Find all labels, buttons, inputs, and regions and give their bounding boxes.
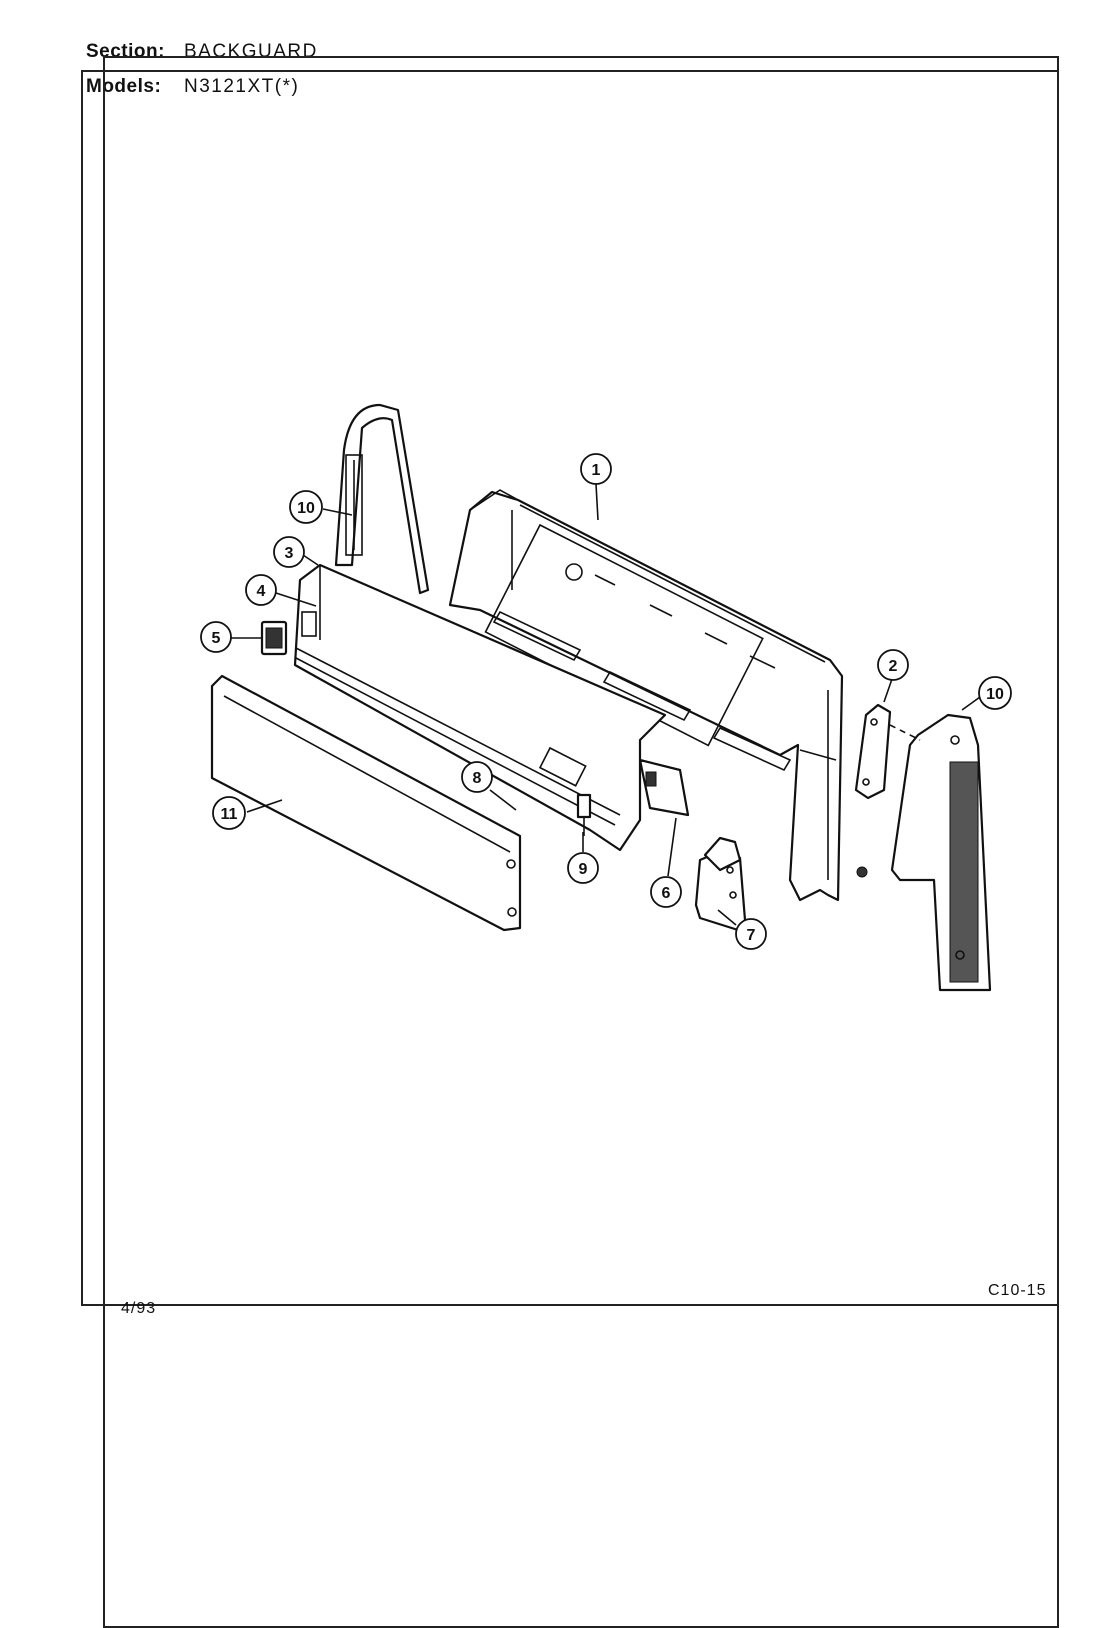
svg-text:2: 2 [889, 658, 898, 675]
part-5-switch [260, 620, 288, 656]
leader-10-right [961, 696, 981, 711]
leader-8 [489, 789, 517, 811]
leader-1 [595, 483, 599, 521]
svg-text:4: 4 [257, 583, 266, 600]
part-3-control-panel [293, 563, 667, 852]
svg-text:1: 1 [592, 462, 601, 479]
part-10-left-endcap [334, 403, 430, 595]
callout-2: 2 [877, 649, 909, 681]
svg-text:9: 9 [579, 861, 588, 878]
callout-5: 5 [200, 621, 232, 653]
svg-text:7: 7 [747, 927, 756, 944]
callout-10-left: 10 [289, 490, 323, 524]
leader-2 [883, 678, 893, 703]
part-11-front-trim [210, 674, 522, 932]
svg-text:10: 10 [297, 500, 315, 517]
leader-10-left [322, 508, 353, 516]
svg-text:11: 11 [221, 806, 238, 823]
svg-text:5: 5 [212, 630, 221, 647]
callout-3: 3 [273, 536, 305, 568]
part-9-clip [576, 793, 592, 836]
svg-text:8: 8 [473, 770, 482, 787]
leader-6 [667, 817, 677, 877]
leader-7 [717, 909, 737, 926]
assembly-line [889, 724, 921, 741]
part-6-connector [638, 758, 690, 817]
part-7-bracket [694, 836, 747, 932]
page-code: C10-15 [988, 1282, 1047, 1299]
svg-text:3: 3 [285, 545, 294, 562]
screw [856, 866, 868, 878]
leader-11 [246, 799, 283, 813]
svg-text:10: 10 [986, 686, 1004, 703]
part-1-backguard-panel [448, 489, 844, 902]
callout-10-right: 10 [978, 676, 1012, 710]
callout-9: 9 [567, 852, 599, 884]
models-value: N3121XT(*) [184, 76, 300, 97]
leader-4 [275, 592, 317, 607]
callout-6: 6 [650, 876, 682, 908]
callout-11: 11 [212, 796, 246, 830]
callout-4: 4 [245, 574, 277, 606]
leader-3 [302, 554, 319, 566]
part-2-bracket [854, 703, 892, 800]
callout-1: 1 [580, 453, 612, 485]
footer-rule [103, 1304, 1059, 1306]
exploded-parts-diagram: 1 2 3 4 5 6 7 8 9 10 10 11 [200, 403, 1012, 992]
svg-text:6: 6 [662, 885, 671, 902]
part-10-right-endcap [890, 713, 992, 992]
date-code: 4/93 [121, 1300, 157, 1317]
callout-7: 7 [735, 918, 767, 950]
callout-8: 8 [461, 761, 493, 793]
